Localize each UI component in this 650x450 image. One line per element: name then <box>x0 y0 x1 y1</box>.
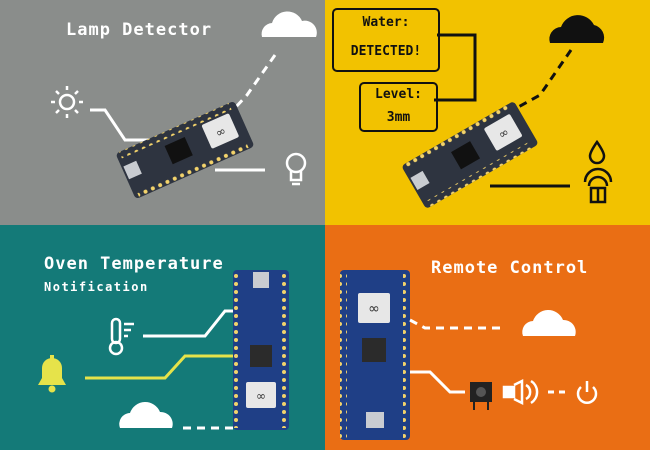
bell-icon <box>38 355 66 393</box>
arduino-board-water: ∞ <box>402 102 538 208</box>
lamp-detector-title: Lamp Detector <box>66 20 213 40</box>
water-sensor-icon <box>583 167 613 204</box>
arduino-board-oven: ∞ <box>233 270 289 430</box>
lamp-cloud-icon <box>261 11 317 37</box>
sun-icon <box>51 86 83 118</box>
oven-temperature-title: Oven Temperature <box>44 254 224 274</box>
panel-lamp-detector <box>0 0 325 225</box>
water-lcd-display: Water: DETECTED! <box>332 8 440 72</box>
svg-text:∞: ∞ <box>368 301 380 317</box>
remote-cloud-icon <box>522 310 576 336</box>
arduino-board-remote: ∞ <box>340 270 410 440</box>
water-label: Water: <box>362 15 410 30</box>
button-icon <box>470 382 492 410</box>
oven-cloud-icon <box>119 402 173 428</box>
thermometer-icon <box>108 317 134 356</box>
remote-control-title: Remote Control <box>431 258 589 278</box>
bulb-icon <box>285 152 307 186</box>
oven-notification-subtitle: Notification <box>44 280 149 294</box>
sound-signal-icon <box>502 378 539 406</box>
power-icon <box>576 381 598 404</box>
svg-text:∞: ∞ <box>256 389 266 403</box>
water-cloud-icon <box>549 15 605 43</box>
level-value: 3mm <box>386 110 411 125</box>
arduino-board-lamp: ∞ <box>116 102 254 198</box>
water-status: DETECTED! <box>350 44 422 59</box>
level-lcd-display: Level: 3mm <box>359 82 438 132</box>
level-label: Level: <box>375 87 422 102</box>
water-drop-icon <box>588 139 606 165</box>
